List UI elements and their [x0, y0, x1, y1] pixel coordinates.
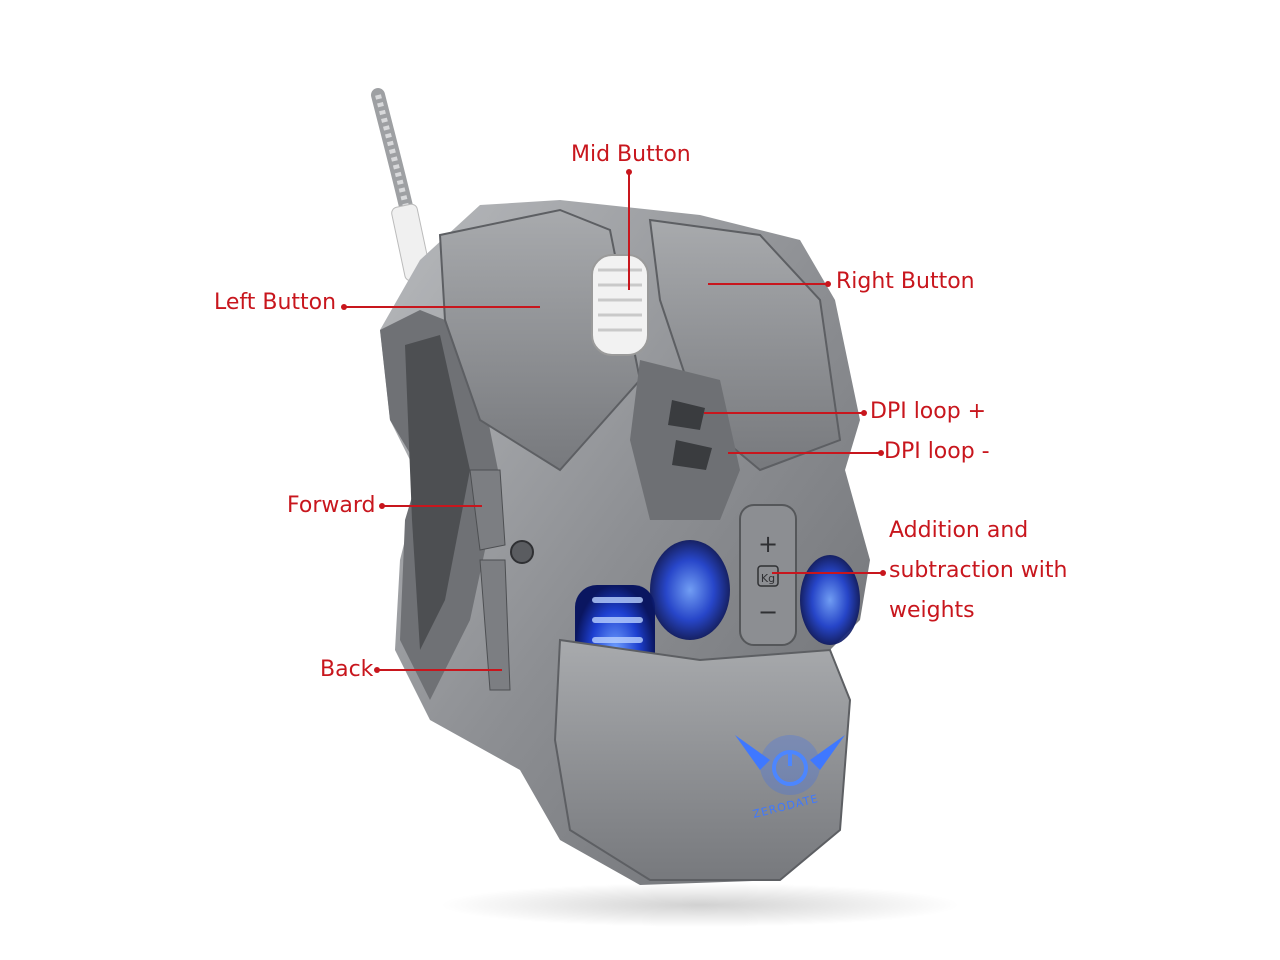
left-button-shape [438, 208, 642, 472]
leader-line-dpi-minus [728, 452, 881, 454]
label-mid-button: Mid Button [571, 142, 691, 167]
svg-text:+: + [758, 530, 778, 558]
leader-dot-right [825, 281, 831, 287]
palm-plate [553, 638, 852, 881]
leader-line-dpi-plus [704, 412, 864, 414]
label-forward: Forward [287, 493, 376, 518]
label-right-button: Right Button [836, 269, 975, 294]
floor-shadow [440, 883, 960, 927]
leader-dot-weights [880, 570, 886, 576]
center-ridge [630, 360, 740, 520]
label-weights: Addition and subtraction with weights [889, 518, 1068, 623]
leader-line-weights [772, 572, 883, 574]
svg-text:−: − [758, 598, 778, 626]
label-dpi-minus: DPI loop - [884, 439, 990, 464]
label-left-button: Left Button [214, 290, 337, 315]
back-button-shape [479, 559, 511, 691]
svg-text:Kg: Kg [761, 572, 775, 585]
leader-line-back [377, 669, 502, 671]
leader-line-right [708, 283, 828, 285]
label-back: Back [320, 657, 374, 682]
leader-dot-dpi-plus [861, 410, 867, 416]
label-dpi-plus: DPI loop + [870, 399, 987, 424]
leader-line-left [344, 306, 540, 308]
leader-dot-dpi-minus [878, 450, 884, 456]
leader-line-mid [628, 172, 630, 290]
leader-line-forward [382, 505, 482, 507]
forward-button-shape [469, 469, 506, 551]
weights-plate [739, 504, 797, 646]
brand-logo-glow [735, 735, 845, 795]
